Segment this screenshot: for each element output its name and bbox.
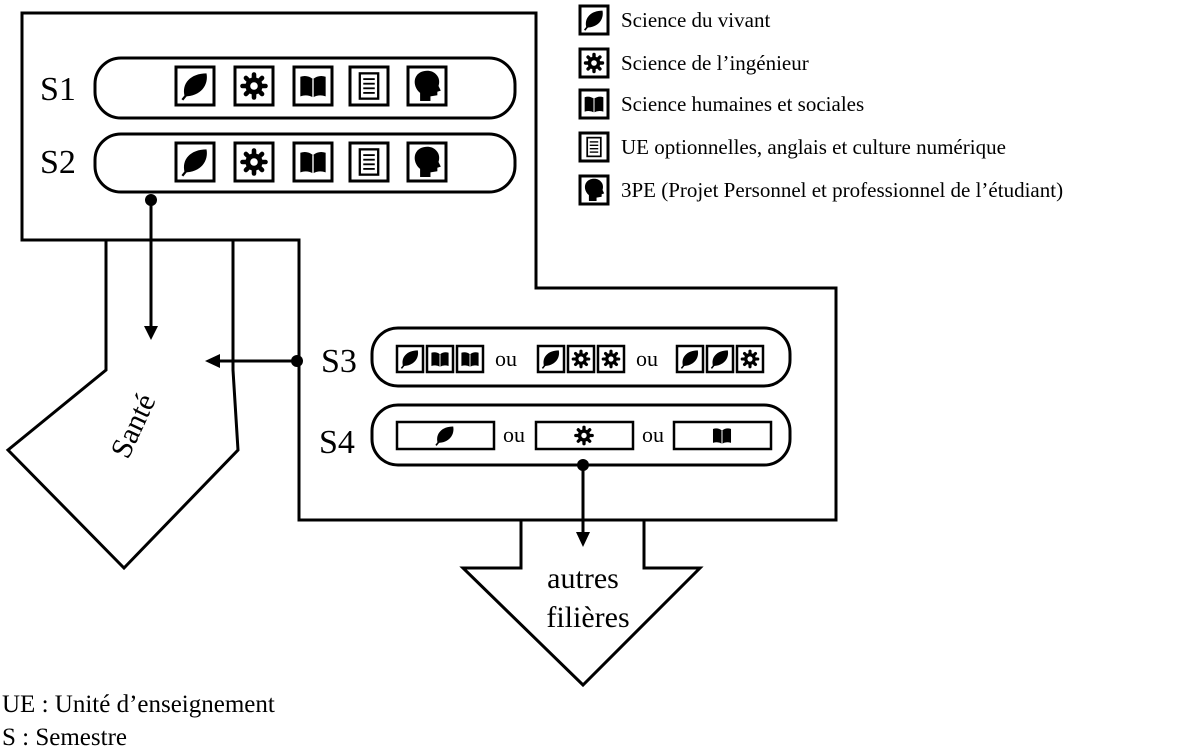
s4-connector-arrowhead	[576, 532, 590, 547]
or-separator: ou	[503, 422, 525, 447]
s2-units	[174, 141, 448, 183]
head-icon	[578, 174, 610, 206]
leaf-icon	[174, 141, 216, 183]
legend-label: 3PE (Projet Personnel et professionnel d…	[621, 178, 1063, 202]
s4-label: S4	[319, 424, 355, 461]
gear-icon	[578, 47, 610, 79]
head-icon	[406, 65, 448, 107]
book-icon	[455, 344, 485, 374]
s3-options: ou ou	[395, 344, 765, 374]
legend-label: Science du vivant	[621, 8, 770, 32]
gear-icon	[233, 65, 275, 107]
book-icon	[292, 65, 334, 107]
s1-label: S1	[40, 71, 76, 108]
or-separator: ou	[636, 346, 658, 371]
leaf-icon	[174, 65, 216, 107]
s2-connector-arrowhead	[144, 326, 158, 340]
head-icon	[406, 141, 448, 183]
autres-filieres-arrow	[459, 518, 704, 688]
or-separator: ou	[642, 422, 664, 447]
document-icon	[348, 65, 390, 107]
s3-connector-arrowhead	[205, 354, 220, 368]
leaf-icon	[536, 344, 566, 374]
legend-item: Science humaines et sociales	[578, 88, 864, 120]
s4-connector-dot	[577, 459, 589, 471]
leaf-icon	[705, 344, 735, 374]
legend-item: Science de l’ingénieur	[578, 47, 809, 79]
s3-label: S3	[321, 343, 357, 380]
autres-filieres-label-line2: filières	[546, 601, 629, 634]
footnote-semestre: S : Semestre	[2, 724, 127, 751]
legend-item: Science du vivant	[578, 4, 770, 36]
legend-item: 3PE (Projet Personnel et professionnel d…	[578, 174, 1063, 206]
gear-icon	[596, 344, 626, 374]
s4-option-gear-icon	[534, 420, 635, 451]
s1-units	[174, 65, 448, 107]
sante-label: Santé	[104, 389, 162, 463]
book-icon	[578, 88, 610, 120]
legend-item: UE optionnelles, anglais et culture numé…	[578, 131, 1006, 163]
book-icon	[292, 141, 334, 183]
autres-filieres-label-line1: autres	[547, 562, 619, 595]
s4-options: ou ou	[395, 420, 773, 451]
s3-connector-dot	[291, 355, 303, 367]
footnote-ue: UE : Unité d’enseignement	[2, 691, 275, 718]
gear-icon	[566, 344, 596, 374]
book-icon	[425, 344, 455, 374]
document-icon	[348, 141, 390, 183]
legend-label: UE optionnelles, anglais et culture numé…	[621, 135, 1006, 159]
s2-connector-dot	[145, 194, 157, 206]
gear-icon	[233, 141, 275, 183]
legend-label: Science humaines et sociales	[621, 92, 864, 116]
legend-label: Science de l’ingénieur	[621, 51, 809, 75]
sante-arrow	[5, 238, 240, 571]
leaf-icon	[675, 344, 705, 374]
s4-option-leaf-icon	[395, 420, 496, 451]
leaf-icon	[578, 4, 610, 36]
document-icon	[578, 131, 610, 163]
s4-option-book-icon	[672, 420, 773, 451]
s2-label: S2	[40, 144, 76, 181]
or-separator: ou	[495, 346, 517, 371]
gear-icon	[735, 344, 765, 374]
leaf-icon	[395, 344, 425, 374]
